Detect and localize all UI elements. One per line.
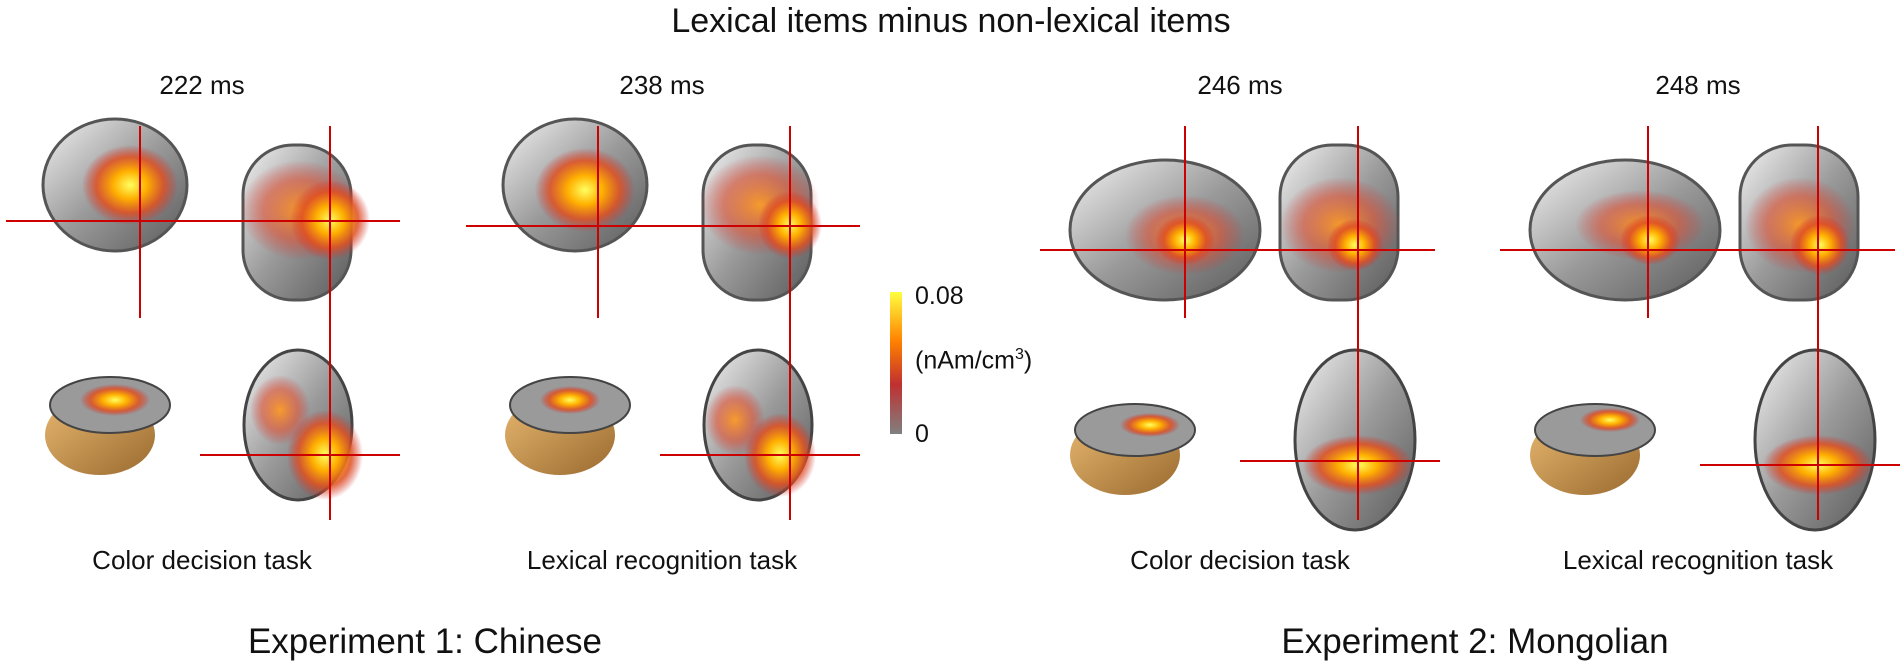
panel-1-time: 222 ms [159,70,245,100]
panel-3-time: 246 ms [1197,70,1283,100]
panel-1-task: Color decision task [92,545,312,575]
colorbar-min: 0 [915,420,929,448]
panel-3-images [1040,126,1440,532]
colorbar-max: 0.08 [915,282,964,310]
panel-2-time: 238 ms [619,70,705,100]
experiment-2-label: Experiment 2: Mongolian [1281,622,1669,661]
experiment-1-label: Experiment 1: Chinese [247,622,603,661]
figure-title: Lexical items minus non-lexical items [671,2,1231,40]
panel-4-task: Lexical recognition task [1562,545,1834,575]
panel-3-task: Color decision task [1130,545,1350,575]
panel-4-images [1500,126,1900,532]
panel-2-task: Lexical recognition task [526,545,798,575]
colorbar [890,292,902,434]
panel-4-time: 248 ms [1655,70,1741,100]
panel-2-images [466,117,860,520]
panel-1-images [6,117,400,520]
colorbar-unit: (nAm/cm3) [915,346,1033,375]
